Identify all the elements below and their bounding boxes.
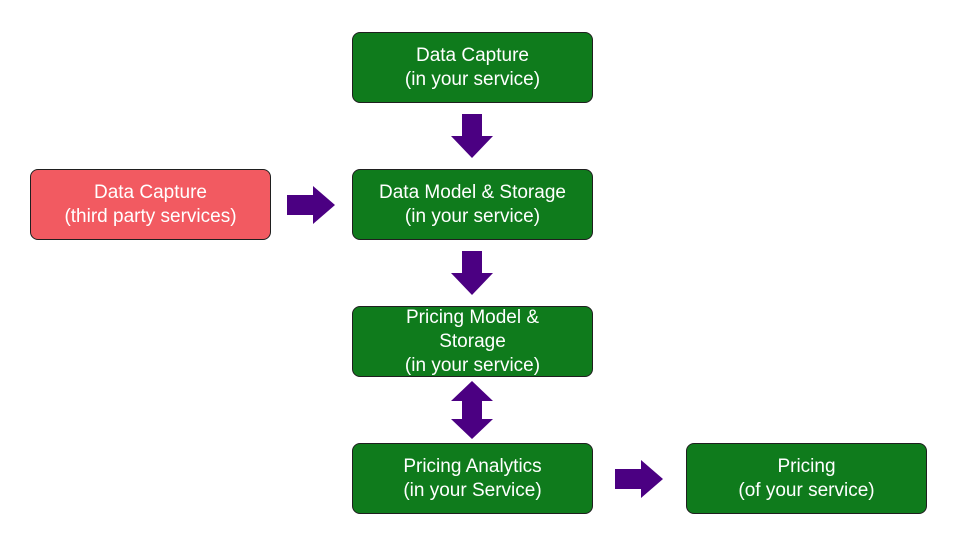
box-label-line: (in your service): [404, 68, 541, 90]
box-label-line: (of your service): [738, 479, 875, 501]
box-label-line: (in your service): [404, 205, 541, 227]
box-label-line: Pricing Analytics: [403, 455, 542, 477]
pricing-model-storage-box: Pricing Model & Storage (in your service…: [352, 306, 593, 377]
data-capture-third-party-box: Data Capture (third party services): [30, 169, 271, 240]
box-label-line: Data Capture: [93, 181, 207, 203]
arrow-up-down-icon: [451, 381, 493, 439]
arrow-down-icon: [451, 251, 493, 295]
box-label-line: (third party services): [64, 205, 237, 227]
data-model-storage-box: Data Model & Storage (in your service): [352, 169, 593, 240]
box-label-line: (in your Service): [403, 479, 542, 501]
data-capture-service-box: Data Capture (in your service): [352, 32, 593, 103]
box-label-line: Data Capture: [415, 44, 529, 66]
pricing-box: Pricing (of your service): [686, 443, 927, 514]
box-label-line: Data Model & Storage: [379, 181, 566, 203]
box-label-line: (in your service): [404, 354, 541, 376]
box-label-line: Storage: [439, 330, 506, 352]
box-label-line: Pricing Model &: [405, 306, 540, 328]
arrow-right-icon: [615, 460, 663, 498]
arrow-right-icon: [287, 186, 335, 224]
box-label-line: Pricing: [777, 455, 836, 477]
pricing-analytics-box: Pricing Analytics (in your Service): [352, 443, 593, 514]
arrow-down-icon: [451, 114, 493, 158]
